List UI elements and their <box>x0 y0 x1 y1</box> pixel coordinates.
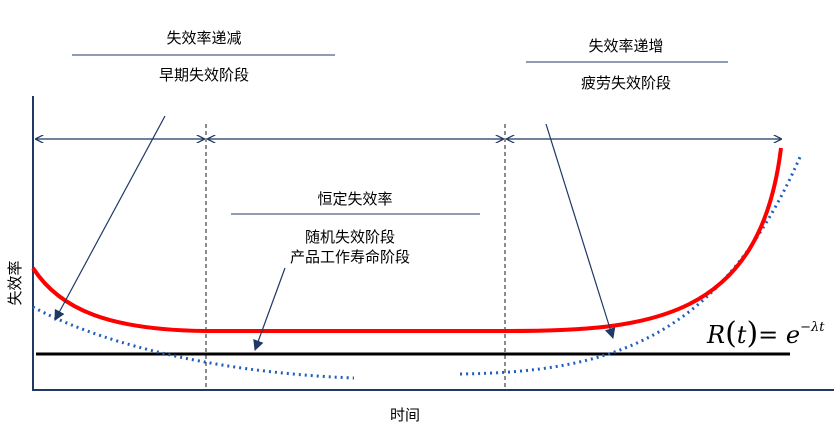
formula-equals-e: = e <box>758 321 800 349</box>
formula-r: R <box>706 321 725 349</box>
y-axis-label: 失效率 <box>6 260 24 305</box>
early-phase-pointer-arrow <box>54 115 166 321</box>
constant-phase-pointer-arrow <box>253 267 286 352</box>
bathtub-curve <box>31 147 783 333</box>
wearout-phase-trend-label: 失效率递增 <box>588 37 663 55</box>
formula-open-paren: ( <box>725 316 737 351</box>
early-failure-dotted-curve <box>32 305 355 380</box>
wearout-phase-name-label: 疲劳失效阶段 <box>581 74 671 92</box>
formula-t: t <box>737 321 747 349</box>
wearout-phase-pointer-arrow <box>545 123 616 340</box>
svg-text:R(t)= e−λt: R(t)= e−λt <box>706 316 825 351</box>
constant-phase-subtitle-label: 产品工作寿命阶段 <box>290 248 410 266</box>
early-phase-name-label: 早期失效阶段 <box>159 66 249 84</box>
formula-close-paren: ) <box>746 316 758 351</box>
formula-exponent: −λt <box>800 320 825 335</box>
x-axis-label: 时间 <box>390 406 420 424</box>
constant-phase-trend-label: 恒定失效率 <box>317 190 392 208</box>
early-phase-trend-label: 失效率递减 <box>166 29 241 47</box>
reliability-formula: R(t)= e−λt <box>706 316 825 351</box>
constant-phase-name-label: 随机失效阶段 <box>305 228 395 246</box>
